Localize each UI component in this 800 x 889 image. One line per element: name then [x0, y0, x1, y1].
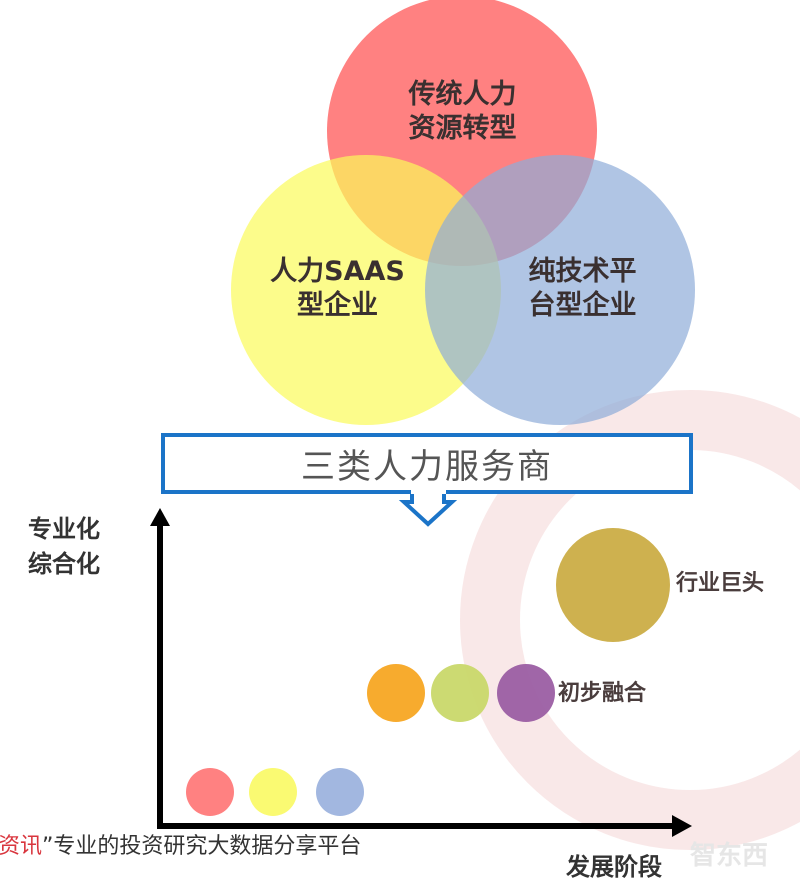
down-arrow-icon: [398, 490, 458, 527]
bubbles: [186, 528, 670, 816]
x-axis-arrow-icon: [672, 815, 692, 837]
bubble-initial-fusion: [431, 664, 489, 722]
industry-giant-label: 行业巨头: [676, 571, 765, 596]
y-axis-label: 专业化综合化: [28, 515, 100, 578]
background-watermark-ring: [460, 390, 800, 850]
venn-diagram: [231, 0, 695, 425]
box-title: 三类人力服务商: [301, 447, 553, 487]
venn-label-platform: 纯技术平台型企业: [528, 256, 637, 321]
initial-fusion-label: 初步融合: [558, 681, 647, 706]
venn-circle: [231, 155, 501, 425]
venn-circle: [425, 155, 695, 425]
venn-label-traditional: 传统人力资源转型: [408, 79, 517, 144]
y-axis-arrow-icon: [150, 508, 170, 526]
watermark-logo: 智东西: [690, 841, 769, 871]
bubble-early-stage: [186, 768, 234, 816]
bubble-initial-fusion: [367, 664, 425, 722]
bubble-early-stage: [249, 768, 297, 816]
footer-text: 资讯”专业的投资研究大数据分享平台: [0, 834, 362, 859]
bubble-initial-fusion: [497, 664, 555, 722]
bubble-industry-giant: [556, 528, 670, 642]
bubble-early-stage: [316, 768, 364, 816]
x-axis-label: 发展阶段: [566, 853, 662, 881]
